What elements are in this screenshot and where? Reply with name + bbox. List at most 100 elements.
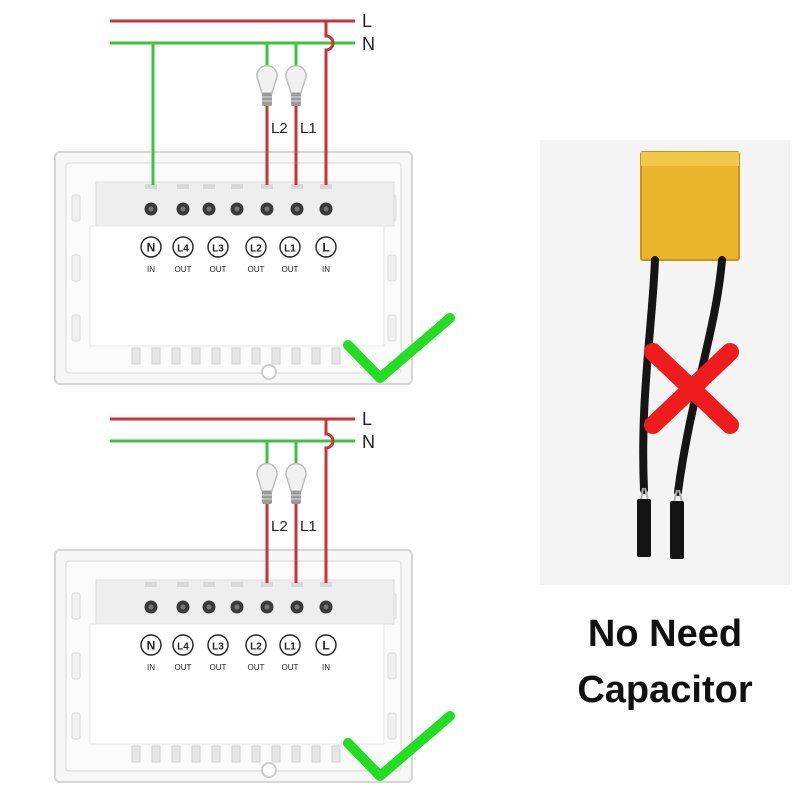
plate-comb-tooth <box>131 347 141 365</box>
live-feed-wire <box>324 21 335 185</box>
terminal-label-circle <box>315 634 337 656</box>
terminal-screw-head <box>264 604 270 610</box>
plate-notch <box>71 194 81 222</box>
plate-mount-hole <box>261 364 277 380</box>
plate-comb-tooth <box>251 745 261 763</box>
plate-comb-tooth <box>291 347 301 365</box>
terminal-slot <box>291 184 303 189</box>
plate-notch <box>71 254 81 282</box>
terminal-screw-head <box>180 206 186 212</box>
capacitor-lead-tip-left <box>640 487 649 501</box>
plate-comb-tooth <box>211 347 221 365</box>
terminal-block <box>95 579 395 625</box>
plate-comb-tooth <box>171 347 181 365</box>
label-panel <box>89 225 385 347</box>
terminal-label-l1: L1 <box>284 642 296 653</box>
lightbulb-base <box>291 491 301 504</box>
plate-comb-tooth <box>291 745 301 763</box>
terminal-label-circle <box>172 634 194 656</box>
plate-notch <box>387 254 397 282</box>
terminal-role: OUT <box>175 265 192 274</box>
capacitor-lead-tip-right <box>673 489 683 503</box>
terminal-label-circle <box>140 634 162 656</box>
bulb-label: L1 <box>300 120 317 137</box>
plate-comb-tooth <box>271 745 281 763</box>
terminal-label-n: N <box>147 241 156 255</box>
terminal-label-circle <box>245 634 267 656</box>
terminal-screw-head <box>294 206 300 212</box>
terminal-slot <box>261 184 273 189</box>
terminal-label-l: L <box>322 639 329 653</box>
terminal-label-l2: L2 <box>250 244 262 255</box>
lightbulb-icon <box>256 64 278 94</box>
capacitor-illustration <box>540 140 790 585</box>
plate-comb-tooth <box>331 745 341 763</box>
terminal-label-circle <box>279 634 301 656</box>
plate-comb-tooth <box>311 347 321 365</box>
plate-comb-tooth <box>191 347 201 365</box>
terminal-role: OUT <box>282 663 299 672</box>
terminal-label-circle <box>279 236 301 258</box>
live-feed-wire <box>324 419 335 583</box>
plate-comb-tooth <box>211 745 221 763</box>
lightbulb-icon <box>285 64 307 94</box>
terminal-role: OUT <box>175 663 192 672</box>
terminal-label-l2: L2 <box>250 642 262 653</box>
neutral-line-label: N <box>362 34 375 54</box>
terminal-label-circle <box>315 236 337 258</box>
terminal-label-l4: L4 <box>177 244 189 255</box>
terminal-slot <box>231 582 243 587</box>
checkmark-icon <box>343 711 455 781</box>
terminal-label-circle <box>140 236 162 258</box>
plate-notch <box>71 712 81 740</box>
terminal-label-l: L <box>322 241 329 255</box>
terminal-role: OUT <box>210 265 227 274</box>
plate-notch <box>387 314 397 342</box>
lightbulb-icon <box>285 462 307 492</box>
terminal-label-circle <box>207 236 229 258</box>
terminal-slot <box>203 184 215 189</box>
terminal-role: OUT <box>210 663 227 672</box>
plate-comb-tooth <box>271 347 281 365</box>
plate-comb-tooth <box>251 347 261 365</box>
terminal-slot <box>231 184 243 189</box>
capacitor-highlight <box>641 152 739 166</box>
live-line-label: L <box>362 409 372 429</box>
terminal-block <box>95 181 395 227</box>
capacitor-sleeve-right <box>670 501 684 559</box>
plate-comb-tooth <box>191 745 201 763</box>
lightbulb-base <box>291 93 301 106</box>
lightbulb-base <box>262 93 272 106</box>
terminal-screw-head <box>294 604 300 610</box>
plate-comb-tooth <box>231 745 241 763</box>
terminal-slot <box>291 582 303 587</box>
plate-notch <box>387 712 397 740</box>
terminal-slot <box>145 184 157 189</box>
plate-notch <box>71 314 81 342</box>
terminal-slot <box>177 582 189 587</box>
terminal-slot <box>320 582 332 587</box>
plate-notch <box>387 652 397 680</box>
terminal-label-l3: L3 <box>212 244 224 255</box>
terminal-screw-head <box>206 604 212 610</box>
terminal-slot <box>203 582 215 587</box>
plate-comb-tooth <box>171 745 181 763</box>
terminal-screw-head <box>323 206 329 212</box>
plate-notch <box>71 592 81 620</box>
terminal-screw-head <box>323 604 329 610</box>
caption-line-1: No Need <box>587 613 743 655</box>
plate-comb-tooth <box>151 347 161 365</box>
terminal-role: IN <box>322 265 330 274</box>
terminal-slot <box>177 184 189 189</box>
terminal-role: OUT <box>248 663 265 672</box>
terminal-screw-head <box>264 206 270 212</box>
plate-mount-hole <box>261 762 277 778</box>
caption-line-2: Capacitor <box>577 669 753 711</box>
terminal-slot <box>145 582 157 587</box>
terminal-label-l3: L3 <box>212 642 224 653</box>
terminal-screw-head <box>148 206 154 212</box>
plate-notch <box>71 652 81 680</box>
